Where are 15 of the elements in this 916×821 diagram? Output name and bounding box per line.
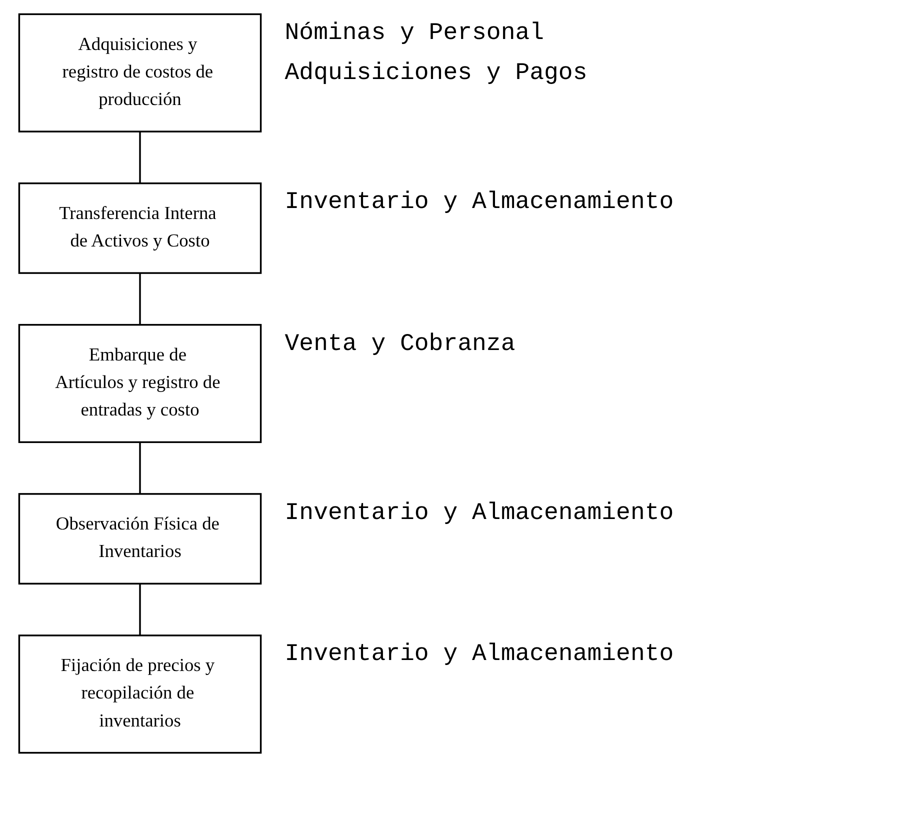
side-note: Inventario y Almacenamiento <box>284 500 674 527</box>
node-box: Transferencia Interna de Activos y Costo <box>18 182 262 274</box>
node-box: Fijación de precios y recopilación de inventarios <box>18 634 262 754</box>
side-note: Inventario y Almacenamiento <box>284 641 674 668</box>
connector <box>139 132 141 184</box>
node-box: Embarque de Artículos y registro de entradas y costo <box>18 324 262 444</box>
connector <box>139 273 141 325</box>
node-box: Adquisiciones y registro de costos de producción <box>18 13 262 132</box>
connector <box>139 442 141 494</box>
side-note: Venta y Cobranza <box>284 330 516 358</box>
connector <box>139 584 141 636</box>
side-note: Inventario y Almacenamiento <box>284 189 674 216</box>
node-box: Observación Física de Inventarios <box>18 493 262 585</box>
side-note: Adquisiciones y Pagos <box>284 60 588 88</box>
side-note: Nóminas y Personal <box>284 20 544 48</box>
